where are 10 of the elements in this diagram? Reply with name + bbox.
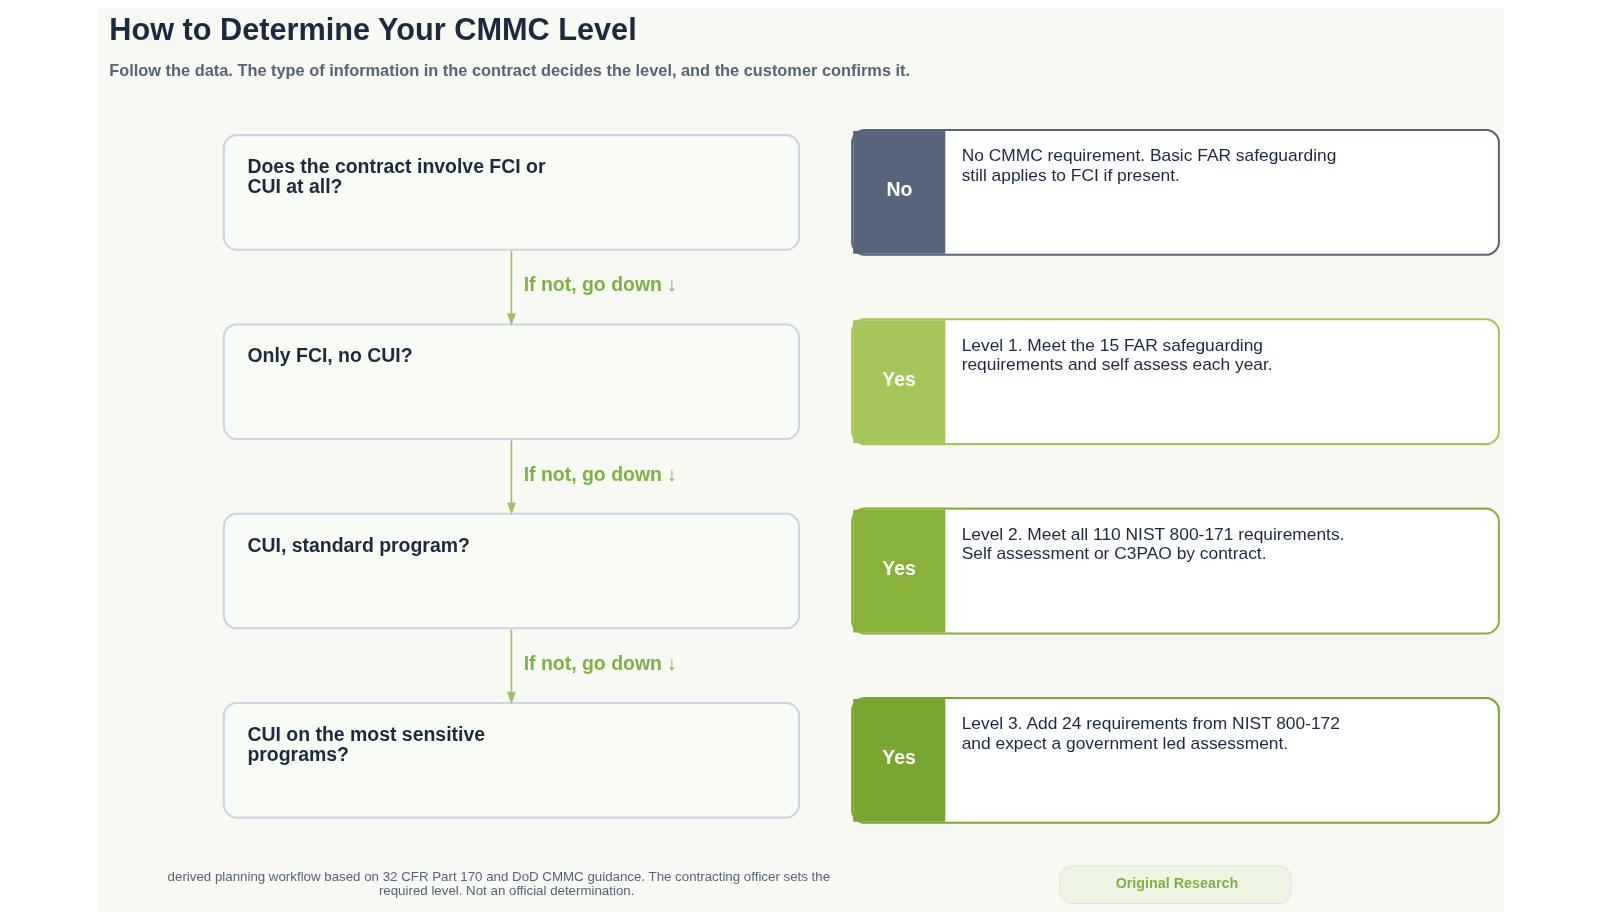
- arrow: [506, 250, 516, 326]
- label: Follow the data. The type of information in the contract decides the level, and the customer confirms it.: [108, 60, 910, 79]
- arrow: [506, 439, 516, 515]
- label: Original Research: [1115, 874, 1238, 891]
- label: derived planning workflow based on 32 CFR Part 170 and DoD CMMC guidance. The contracting officer sets the required level. Not an official determination.: [167, 868, 830, 899]
- arrow: [506, 628, 516, 705]
- edge-label: If not, go down ↓: [523, 462, 677, 485]
- edge-label: If not, go down ↓: [523, 651, 677, 674]
- edge-label: If not, go down ↓: [523, 273, 677, 296]
- diagram-title: How to Determine Your CMMC Level: [108, 11, 637, 47]
